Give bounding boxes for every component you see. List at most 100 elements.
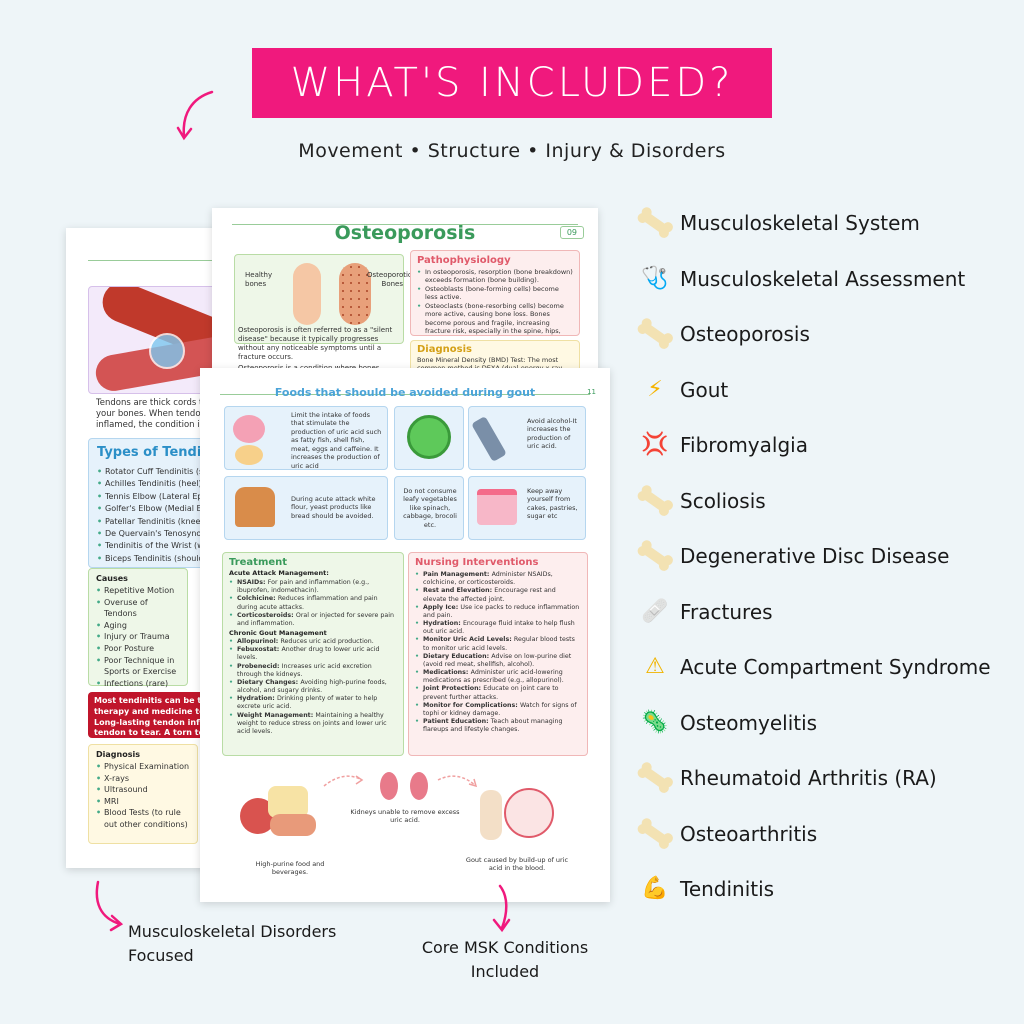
list-item: Dietary Education: Advise on low-purine … bbox=[415, 653, 581, 669]
topic-label: Acute Compartment Syndrome bbox=[680, 655, 991, 679]
tendinitis-page: Tendons are thick cords th your bones. W… bbox=[66, 228, 226, 868]
topic-item: Musculoskeletal System bbox=[640, 208, 920, 238]
tendinitis-intro: Tendons are thick cords th your bones. W… bbox=[96, 398, 212, 431]
topic-label: Tendinitis bbox=[680, 877, 775, 901]
topic-label: Fibromyalgia bbox=[680, 433, 808, 457]
flow-arrow-icon bbox=[323, 775, 364, 787]
acute-title: Acute Attack Management: bbox=[229, 569, 329, 577]
page-title: WHAT'S INCLUDED? bbox=[290, 60, 734, 106]
caption-left: Musculoskeletal Disorders Focused bbox=[128, 922, 337, 965]
topic-item: ⚠ Acute Compartment Syndrome bbox=[640, 652, 991, 682]
flow-step-1: High-purine food and beverages. bbox=[255, 860, 325, 877]
food-bread-card: During acute attack white flour, yeast p… bbox=[224, 476, 388, 540]
topic-label: Musculoskeletal System bbox=[680, 211, 920, 235]
topic-item: 🩺Musculoskeletal Assessment bbox=[640, 264, 965, 294]
curved-arrow-icon bbox=[95, 880, 124, 932]
list-item: Biceps Tendinitis (should bbox=[97, 553, 217, 566]
warning-icon: ⚠ bbox=[645, 654, 665, 679]
topic-item: Osteoporosis bbox=[640, 319, 810, 349]
bone-icon bbox=[640, 208, 670, 238]
causes-box: Causes Repetitive MotionOveruse of Tendo… bbox=[88, 568, 188, 689]
topic-item: 💪 Tendinitis bbox=[640, 874, 774, 904]
curved-arrow-icon bbox=[176, 90, 214, 141]
topic-item: Osteoarthritis bbox=[640, 819, 817, 849]
causes-title: Causes bbox=[96, 574, 128, 583]
osteo-diag-title: Diagnosis bbox=[417, 344, 472, 355]
patho-title: Pathophysiology bbox=[417, 255, 511, 266]
list-item: Rest and Elevation: Encourage rest and e… bbox=[415, 587, 581, 603]
anger-icon: 💢 bbox=[641, 432, 669, 457]
list-item: Hydration: Encourage fluid intake to hel… bbox=[415, 620, 581, 636]
list-item: Poor Technique in Sports or Exercise bbox=[96, 655, 180, 678]
osteo-label: Osteoporotic Bones bbox=[367, 271, 412, 289]
list-item: Achilles Tendinitis (heel) bbox=[97, 478, 217, 491]
list-item: Poor Posture bbox=[96, 643, 180, 655]
list-item: De Quervain's Tenosyno bbox=[97, 528, 217, 541]
caption-center: Core MSK Conditions Included bbox=[421, 938, 589, 981]
topic-label: Scoliosis bbox=[680, 488, 766, 513]
list-item: Apply Ice: Use ice packs to reduce infla… bbox=[415, 604, 581, 620]
title-banner: WHAT'S INCLUDED? bbox=[252, 48, 772, 118]
list-item: Patellar Tendinitis (knee bbox=[97, 516, 217, 529]
treatment-title: Treatment bbox=[229, 557, 288, 568]
kidneys-icon bbox=[380, 768, 430, 806]
treatment-box: Treatment Acute Attack Management: NSAID… bbox=[222, 552, 404, 756]
topic-item: 🦠Osteomyelitis bbox=[640, 708, 817, 738]
list-item: X-rays bbox=[96, 773, 190, 785]
diagnosis-box: Diagnosis Physical ExaminationX-raysUltr… bbox=[88, 744, 198, 844]
bone-icon bbox=[640, 486, 670, 516]
curved-arrow-icon bbox=[492, 884, 511, 933]
list-item: Weight Management: Maintaining a healthy… bbox=[229, 712, 397, 737]
bone-icon bbox=[640, 541, 670, 571]
list-item: Pain Management: Administer NSAIDs, colc… bbox=[415, 571, 581, 587]
list-item: Rotator Cuff Tendinitis (s bbox=[97, 466, 217, 479]
list-item: Golfer's Elbow (Medial Ep bbox=[97, 503, 217, 516]
food-text-5: Keep away yourself from cakes, pastries,… bbox=[527, 487, 578, 521]
flow-step-2: Kidneys unable to remove excess uric aci… bbox=[350, 808, 460, 825]
alert-text: Most tendinitis can be tre therapy and m… bbox=[94, 696, 211, 738]
chronic-list: Allopurinol: Reduces uric acid productio… bbox=[223, 638, 403, 736]
list-item: Tennis Elbow (Lateral Ep bbox=[97, 491, 217, 504]
porous-bone-icon bbox=[339, 263, 371, 325]
list-item: Febuxostat: Another drug to lower uric a… bbox=[229, 646, 397, 662]
topic-label: Osteomyelitis bbox=[680, 710, 818, 735]
bone-icon bbox=[640, 319, 670, 349]
topic-item: Rheumatoid Arthritis (RA) bbox=[640, 763, 937, 793]
nursing-title: Nursing Interventions bbox=[415, 557, 539, 568]
topic-label: Degenerative Disc Disease bbox=[680, 544, 950, 568]
meat-icon bbox=[233, 415, 265, 443]
foot-joint-icon bbox=[476, 784, 556, 844]
list-item: MRI bbox=[96, 796, 190, 808]
types-title: Types of Tendini bbox=[97, 445, 215, 460]
list-item: Dietary Changes: Avoiding high-purine fo… bbox=[229, 679, 397, 695]
list-item: Monitor Uric Acid Levels: Regular blood … bbox=[415, 636, 581, 652]
list-item: Physical Examination bbox=[96, 761, 190, 773]
food-text-3: During acute attack white flour, yeast p… bbox=[291, 495, 376, 520]
healthy-label: Healthy bones bbox=[245, 271, 273, 289]
cabbage-icon bbox=[407, 415, 451, 459]
list-item: Injury or Trauma bbox=[96, 631, 180, 643]
osteoporosis-title: Osteoporosis bbox=[334, 222, 476, 244]
cake-icon bbox=[477, 489, 517, 525]
osteoporosis-page: Osteoporosis 09 Healthy bones Osteoporot… bbox=[212, 208, 598, 388]
bandage-icon: 🩹 bbox=[641, 598, 669, 624]
topic-label: Gout bbox=[680, 377, 729, 402]
causes-list: Repetitive MotionOveruse of TendonsAging… bbox=[89, 585, 187, 689]
topic-label: Osteoporosis bbox=[680, 322, 810, 346]
list-item: Overuse of Tendons bbox=[96, 597, 180, 620]
food-text-1: Limit the intake of foods that stimulate… bbox=[291, 411, 382, 470]
list-item: Osteoblasts (bone-forming cells) become … bbox=[417, 285, 573, 302]
food-cake-card: Keep away yourself from cakes, pastries,… bbox=[468, 476, 586, 540]
topic-item: Degenerative Disc Disease bbox=[640, 541, 949, 571]
osteo-desc: Osteoporosis is often referred to as a "… bbox=[238, 326, 393, 362]
nursing-list: Pain Management: Administer NSAIDs, colc… bbox=[409, 569, 587, 734]
bread-icon bbox=[235, 487, 275, 527]
bicep-icon: 💪 bbox=[641, 876, 669, 901]
topic-label: Fractures bbox=[680, 599, 773, 624]
gout-page: Foods that should be avoided during gout… bbox=[200, 368, 610, 902]
topic-item: 🩹 Fractures bbox=[640, 597, 773, 627]
list-item: Repetitive Motion bbox=[96, 585, 180, 597]
lightning-icon: ⚡ bbox=[647, 376, 663, 402]
list-item: Osteoclasts (bone-resorbing cells) becom… bbox=[417, 302, 573, 335]
topic-label: Musculoskeletal Assessment bbox=[680, 266, 966, 291]
